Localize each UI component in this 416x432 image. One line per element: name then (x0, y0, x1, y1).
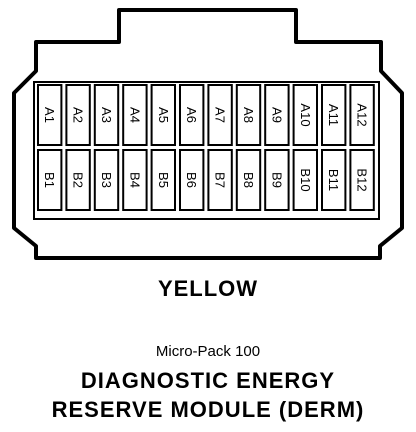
pin-cavity-a4 (122, 84, 148, 146)
pin-cavity-b6 (179, 149, 205, 211)
connector-color-label: YELLOW (157, 276, 259, 301)
pin-label-a4: A4 (127, 107, 142, 123)
pin-block-outline (33, 81, 380, 220)
pin-cavity-b9 (264, 149, 290, 211)
pin-label-a5: A5 (156, 107, 171, 123)
pin-label-a12: A12 (355, 103, 370, 126)
module-title-line-1: DIAGNOSTIC ENERGY (80, 368, 336, 393)
pin-cavity-b12 (349, 149, 375, 211)
pin-label-a11: A11 (326, 104, 341, 126)
pin-label-b9: B9 (269, 172, 284, 188)
pin-cavity-a9 (264, 84, 290, 146)
pin-cavity-b1 (37, 149, 63, 211)
pin-label-b2: B2 (71, 172, 86, 188)
pin-label-a10: A10 (298, 103, 313, 126)
pin-cavity-a10 (292, 84, 319, 146)
pin-cavity-a5 (150, 84, 177, 146)
pin-cavity-a2 (65, 84, 91, 146)
pin-label-b4: B4 (127, 172, 142, 188)
pin-label-b7: B7 (213, 172, 228, 188)
pin-cavity-a12 (349, 84, 375, 146)
pin-label-a8: A8 (241, 107, 256, 123)
pin-label-a7: A7 (213, 107, 228, 123)
pin-cavity-a11 (321, 84, 347, 146)
pin-cavity-a7 (207, 84, 233, 146)
pin-label-a6: A6 (184, 107, 199, 123)
pin-cavity-b2 (65, 149, 91, 211)
pin-cavity-a3 (93, 84, 120, 146)
module-title-line-2: RESERVE MODULE (DERM) (51, 397, 365, 422)
pin-label-b10: B10 (298, 168, 313, 191)
pin-label-a3: A3 (99, 107, 114, 123)
pin-cavity-b8 (235, 149, 262, 211)
pin-cavity-a6 (179, 84, 205, 146)
pin-cavity-a1 (37, 84, 63, 146)
pin-label-b6: B6 (184, 172, 199, 188)
pin-label-a2: A2 (71, 107, 86, 123)
module-part-number: Micro-Pack 100 (155, 343, 261, 360)
pin-label-b1: B1 (42, 172, 57, 188)
pin-cavity-b4 (122, 149, 148, 211)
pin-label-b8: B8 (241, 172, 256, 188)
pin-label-b12: B12 (355, 168, 370, 191)
pin-cavity-a8 (235, 84, 262, 146)
pin-label-a1: A1 (42, 107, 57, 123)
pin-cavity-b3 (93, 149, 120, 211)
pin-label-b5: B5 (156, 172, 171, 188)
pin-label-b11: B11 (326, 169, 341, 191)
pin-label-a9: A9 (269, 107, 284, 123)
pin-cavity-b5 (150, 149, 177, 211)
pin-cavity-b10 (292, 149, 319, 211)
connector-housing (12, 8, 404, 260)
pin-cavity-b7 (207, 149, 233, 211)
pin-label-b3: B3 (99, 172, 114, 188)
pin-cavity-b11 (321, 149, 347, 211)
